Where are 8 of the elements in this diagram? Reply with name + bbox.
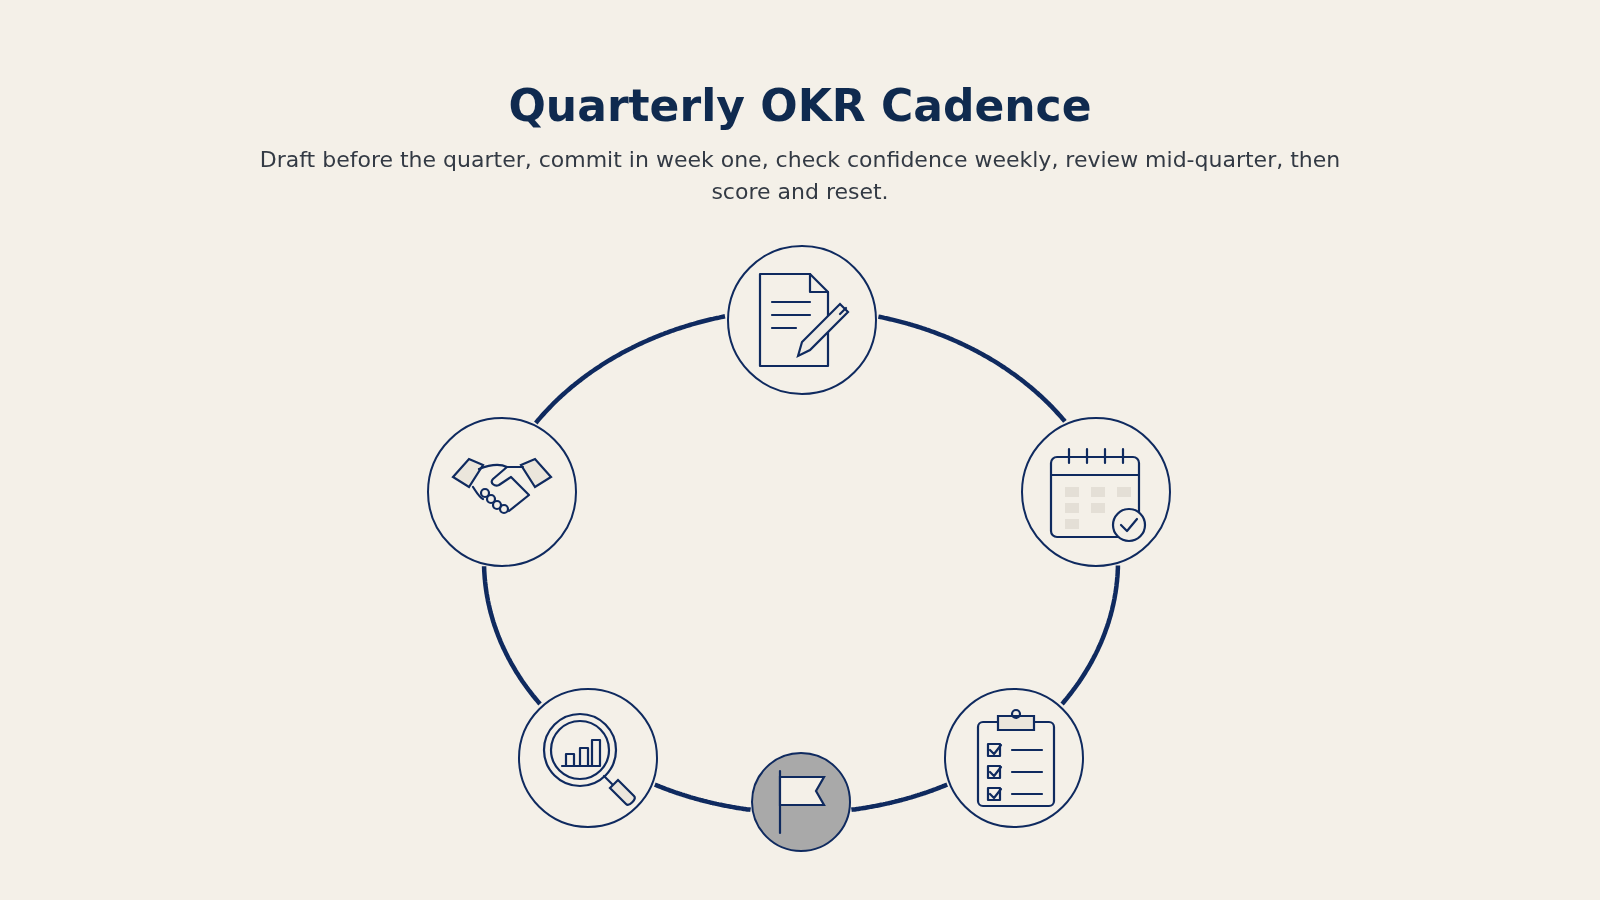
connector-arc — [850, 782, 949, 813]
connector-arc — [653, 782, 752, 813]
subtitle: Draft before the quarter, commit in week one, check confidence weekly, review mid-quarter, then score and reset. — [258, 146, 1342, 206]
connector-arc — [481, 565, 542, 706]
title: Quarterly OKR Cadence — [507, 80, 1093, 131]
connector-arc — [877, 314, 1067, 423]
connector-arc — [534, 314, 726, 425]
connector-arc — [1060, 564, 1121, 706]
